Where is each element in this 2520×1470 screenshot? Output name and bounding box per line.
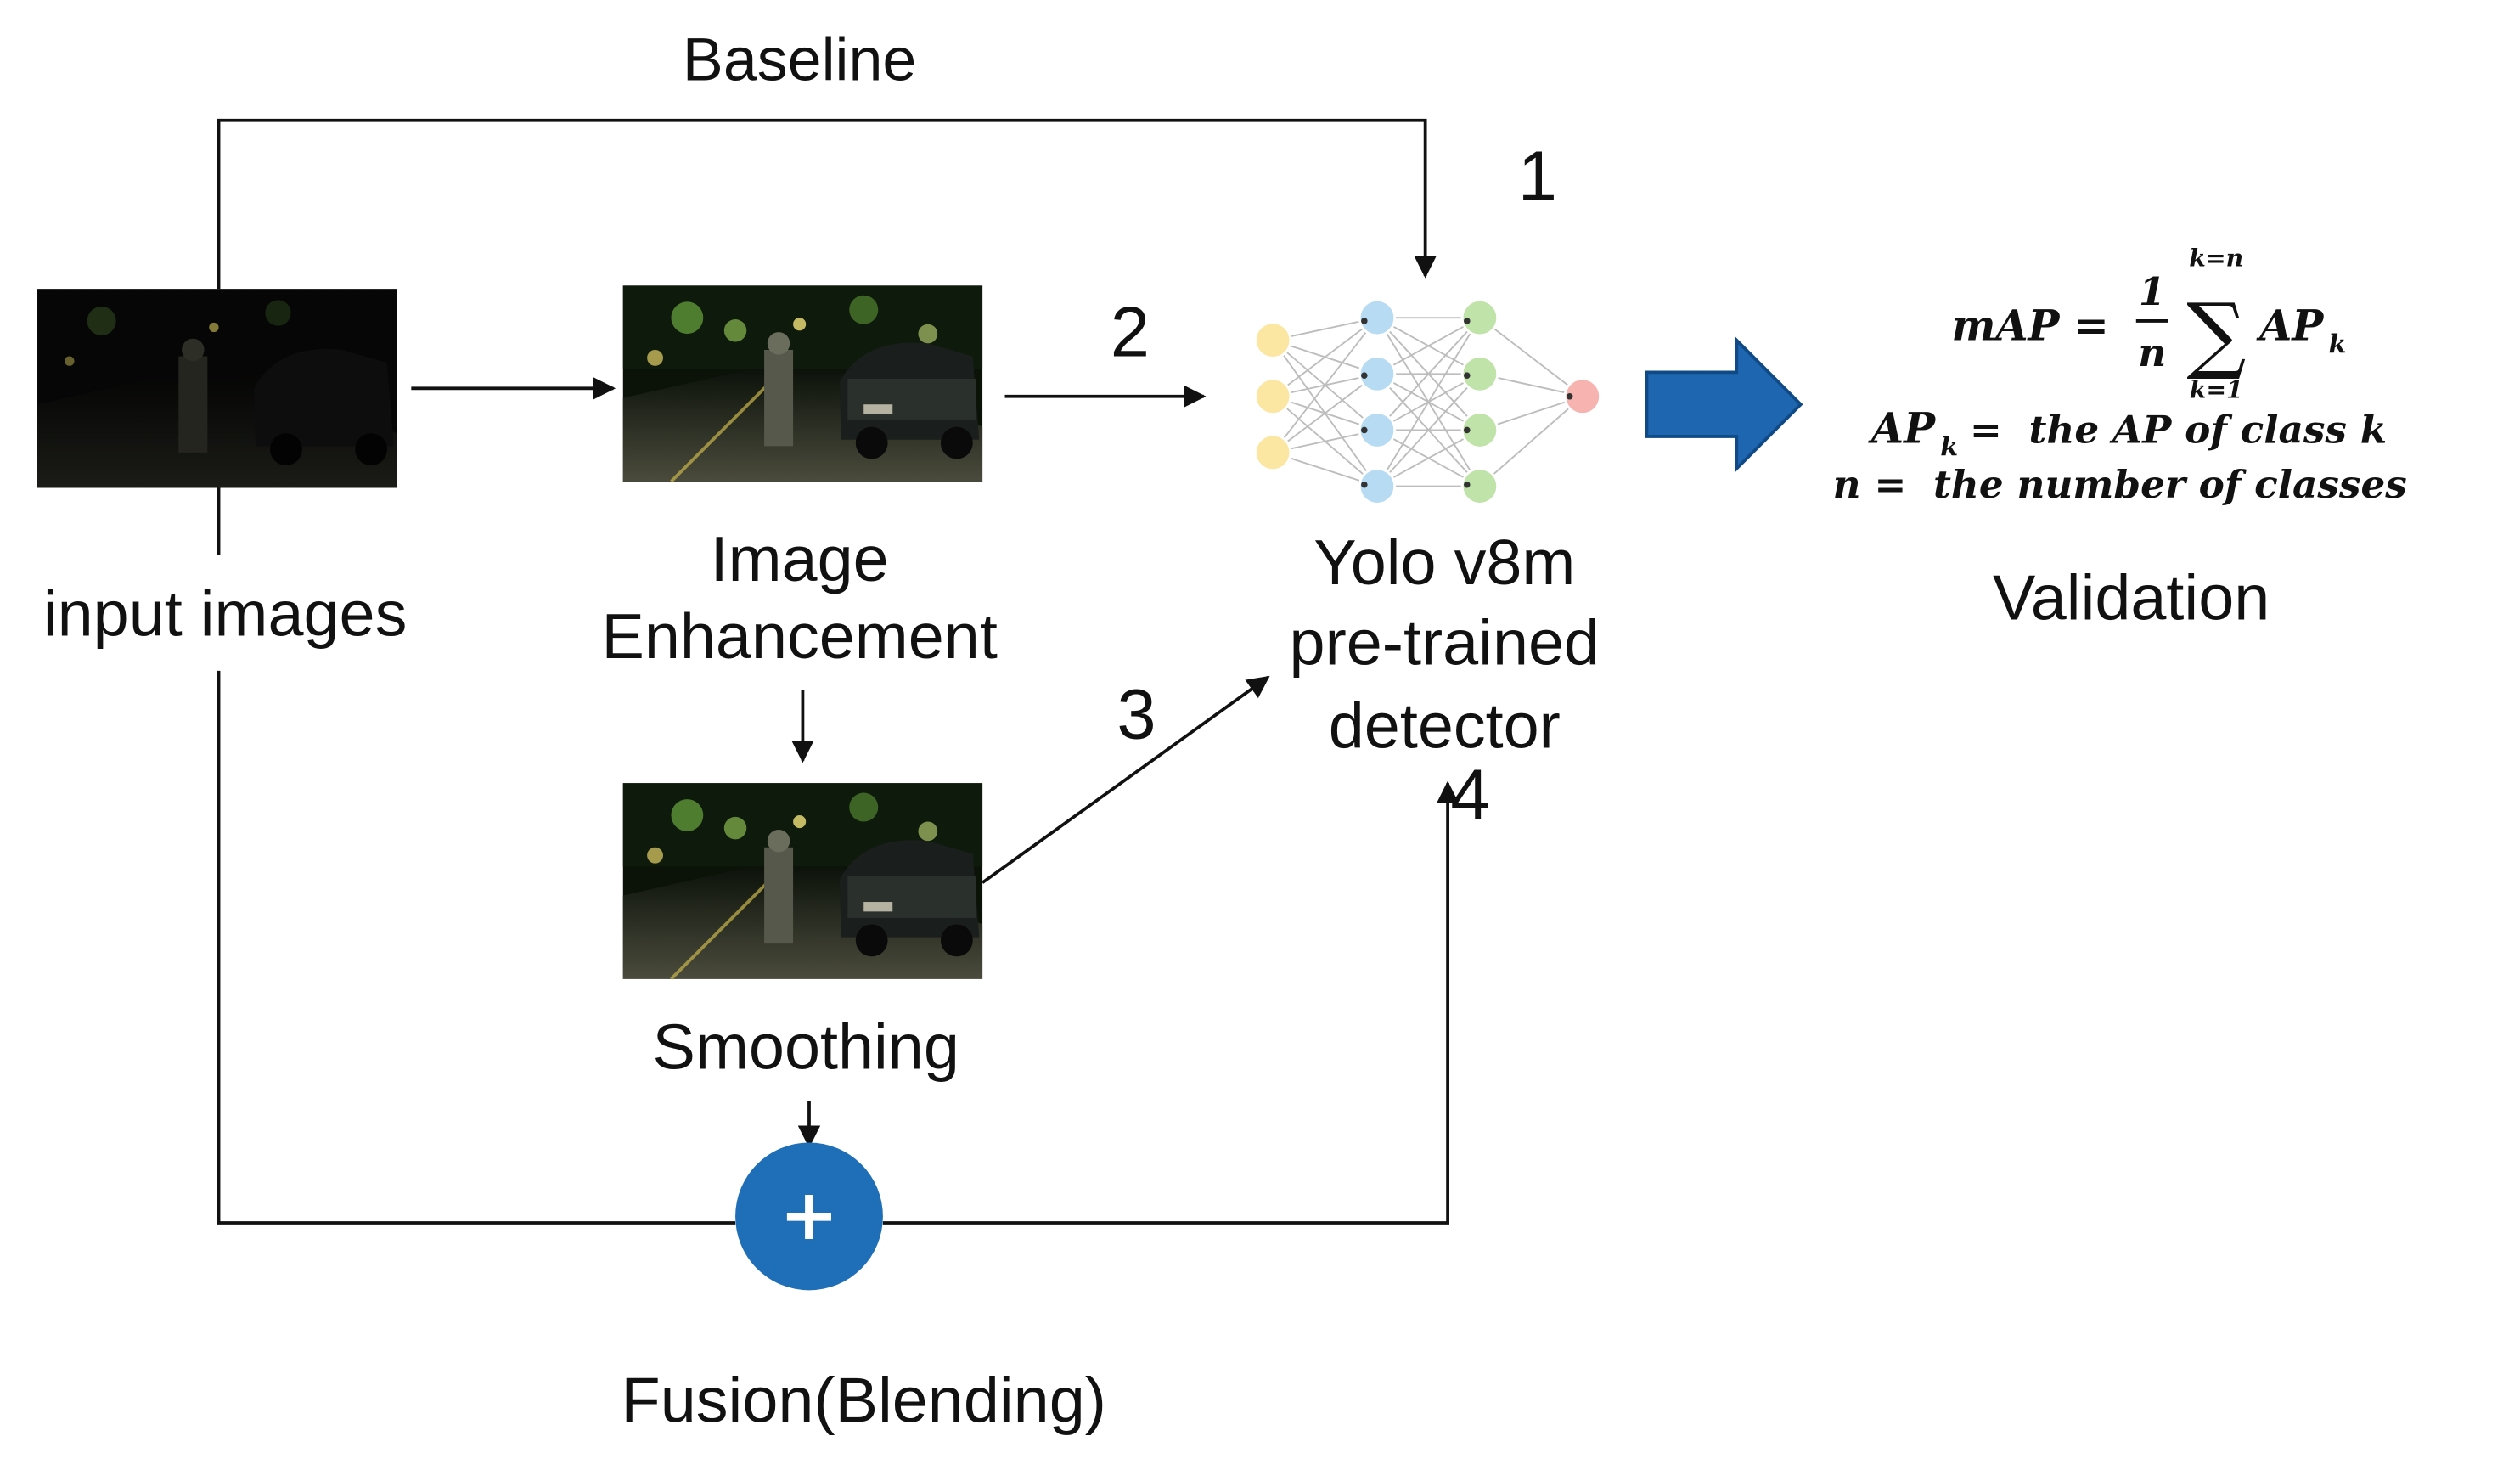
fusion-path-right <box>882 780 1460 1225</box>
path-number-4: 4 <box>1450 755 1489 834</box>
map-formula: mAP = 1 n k=n ∑ k=1 AP k AP k = the AP o… <box>1833 244 2407 507</box>
enhancement-label-line1: Image <box>711 524 889 595</box>
smoothing-label: Smoothing <box>653 1012 959 1084</box>
formula-def1-sub: k <box>1940 433 1958 463</box>
input-images-label: input images <box>43 578 408 650</box>
formula-sum-upper: k=n <box>2189 244 2243 273</box>
fusion-label: Fusion(Blending) <box>622 1365 1106 1436</box>
fusion-node: + <box>735 1142 883 1291</box>
detector-label-line3: detector <box>1329 691 1561 763</box>
smoothed-image <box>621 781 984 981</box>
formula-frac-num: 1 <box>2139 268 2166 314</box>
path-number-2: 2 <box>1111 293 1150 372</box>
formula-def1-lhs: AP <box>1868 404 1937 453</box>
formula-lhs: mAP = <box>1951 301 2108 351</box>
formula-term: AP <box>2256 301 2325 351</box>
formula-frac-den: n <box>2138 329 2166 375</box>
formula-sum-symbol: ∑ <box>2186 286 2246 383</box>
detector-label-line2: pre-trained <box>1290 607 1600 679</box>
formula-def2: n = the number of classes <box>1833 461 2407 507</box>
enhancement-label-line2: Enhancement <box>601 601 997 673</box>
enhanced-image <box>621 284 984 483</box>
formula-term-sub: k <box>2329 330 2347 360</box>
fusion-path-left <box>217 670 736 1225</box>
neural-network-icon <box>1253 298 1602 505</box>
baseline-path <box>217 118 1437 290</box>
path-number-1: 1 <box>1518 137 1557 216</box>
big-right-arrow-icon <box>1645 336 1803 473</box>
input-image <box>37 289 397 488</box>
baseline-label: Baseline <box>683 25 916 93</box>
plus-circle-icon <box>735 1142 883 1291</box>
arrow-smoothing-to-detector <box>981 675 1270 884</box>
path-number-3: 3 <box>1117 674 1156 753</box>
formula-def1-rhs: = the AP of class k <box>1956 407 2387 453</box>
validation-label: Validation <box>1993 562 2270 634</box>
formula-sum-lower: k=1 <box>2190 375 2243 404</box>
fusion-symbol: + <box>779 1174 839 1256</box>
detector-label-line1: Yolo v8m <box>1313 527 1575 599</box>
